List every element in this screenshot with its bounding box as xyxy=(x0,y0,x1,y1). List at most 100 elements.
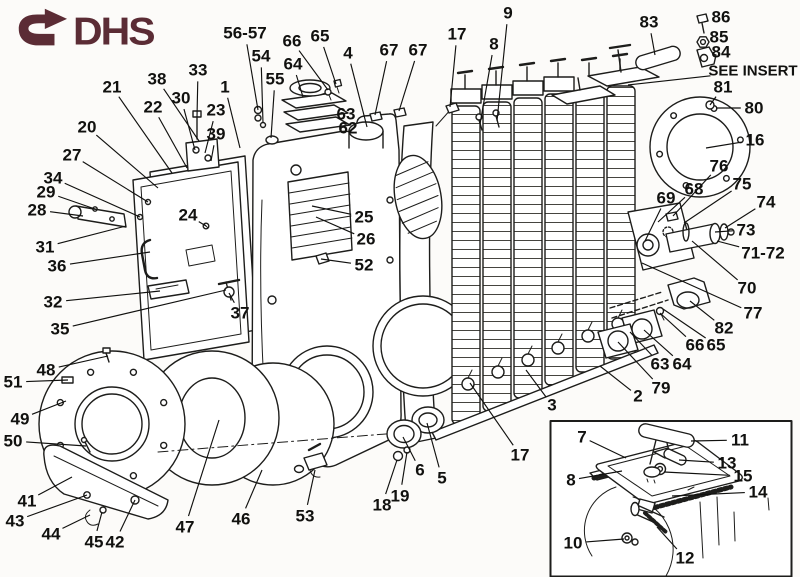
part-callout-81: 81 xyxy=(714,78,733,97)
leader-line-2-56 xyxy=(599,365,632,391)
part-callout-24: 24 xyxy=(179,206,198,225)
part-callout-1: 1 xyxy=(220,78,229,97)
leader-line-34-10 xyxy=(64,182,141,218)
leader-line-11-79 xyxy=(690,439,727,442)
leader-line-41-70 xyxy=(37,476,73,496)
leader-line-66-51 xyxy=(659,312,687,338)
leader-line-38-1 xyxy=(163,88,200,142)
leader-line-18-61 xyxy=(385,459,398,495)
leader-line-51-67 xyxy=(26,379,69,383)
part-callout-65: 65 xyxy=(707,336,726,355)
leader-line-54-20 xyxy=(260,67,264,124)
part-callout-14: 14 xyxy=(749,483,768,502)
leader-line-48-66 xyxy=(58,355,109,368)
part-callout-27: 27 xyxy=(63,146,82,165)
part-callout-33: 33 xyxy=(189,61,208,80)
part-callout-37: 37 xyxy=(231,304,250,323)
part-callout-80: 80 xyxy=(745,99,764,118)
leader-line-47-65 xyxy=(187,419,220,517)
leader-line-63-53 xyxy=(629,331,653,356)
part-callout-29: 29 xyxy=(37,183,56,202)
side-cover-panels xyxy=(68,110,257,361)
part-callout-38: 38 xyxy=(148,70,167,89)
part-callout-74: 74 xyxy=(757,193,776,212)
leader-line-71-72-47 xyxy=(716,240,740,248)
part-callout-13: 13 xyxy=(718,454,737,473)
part-callout-43: 43 xyxy=(6,512,25,531)
leader-line-9-32 xyxy=(496,24,508,122)
leader-line-13-80 xyxy=(678,459,714,463)
leader-line-22-4 xyxy=(158,116,188,169)
part-callout-54: 54 xyxy=(252,47,271,66)
leader-line-44-72 xyxy=(62,514,91,529)
part-callout-7: 7 xyxy=(577,428,586,447)
part-callout-23: 23 xyxy=(207,101,226,120)
part-callout-31: 31 xyxy=(36,238,55,257)
leader-line-28-12 xyxy=(49,211,84,217)
part-callout-42: 42 xyxy=(106,533,125,552)
part-callout-30: 30 xyxy=(172,89,191,108)
leader-line-36-14 xyxy=(69,251,151,265)
leader-line-79-55 xyxy=(617,341,654,380)
part-callout-2: 2 xyxy=(633,387,642,406)
part-callout-6: 6 xyxy=(415,461,424,480)
leader-line-83-33 xyxy=(650,33,656,56)
leader-line-65-24 xyxy=(323,46,337,85)
part-callout-52: 52 xyxy=(355,256,374,275)
part-callout-18: 18 xyxy=(373,496,392,515)
leader-line-74-45 xyxy=(724,208,756,229)
leader-line-73-46 xyxy=(714,230,733,233)
part-callout-76: 76 xyxy=(710,157,729,176)
leader-line-15-81 xyxy=(663,471,730,476)
leader-line-45-73 xyxy=(96,511,103,532)
bottom-flanges-and-tap xyxy=(293,406,445,478)
part-callout-22: 22 xyxy=(144,98,163,117)
part-callout-83: 83 xyxy=(640,13,659,32)
leader-line-14-82 xyxy=(671,492,745,497)
part-callout-79: 79 xyxy=(652,379,671,398)
leader-line-27-9 xyxy=(82,161,149,203)
part-callout-66: 66 xyxy=(686,336,705,355)
part-callout-21: 21 xyxy=(103,78,122,97)
part-callout-25: 25 xyxy=(355,208,374,227)
leader-line-SEE INSERT-37 xyxy=(627,75,711,86)
part-callout-4: 4 xyxy=(343,44,353,63)
part-callout-77: 77 xyxy=(744,304,763,323)
part-callout-32: 32 xyxy=(44,293,63,312)
leader-line-35-16 xyxy=(72,289,227,327)
part-callout-82: 82 xyxy=(715,319,734,338)
leader-line-19-62 xyxy=(401,451,408,485)
leader-line-17-30 xyxy=(449,45,457,108)
part-callout-17: 17 xyxy=(511,446,530,465)
leader-line-42-74 xyxy=(119,499,136,532)
cylinder-block-drawing xyxy=(431,43,660,441)
part-callout-34: 34 xyxy=(44,169,63,188)
leader-line-66-22 xyxy=(298,50,329,91)
part-callout-62: 62 xyxy=(339,119,358,138)
part-callout-26: 26 xyxy=(357,230,376,249)
part-callout-36: 36 xyxy=(48,257,67,276)
part-callout-19: 19 xyxy=(391,487,410,506)
part-callout-17: 17 xyxy=(448,25,467,44)
leader-line-70-48 xyxy=(691,240,739,281)
leader-line-65-52 xyxy=(662,308,706,339)
leader-line-1-6 xyxy=(227,97,241,149)
part-callout-75: 75 xyxy=(733,175,752,194)
part-callout-64: 64 xyxy=(284,55,303,74)
leader-line-6-59 xyxy=(402,436,416,462)
leader-line-77-49 xyxy=(641,262,742,309)
leader-line-30-3 xyxy=(183,108,196,151)
part-callout-9: 9 xyxy=(503,4,512,23)
part-callout-8: 8 xyxy=(566,471,575,490)
leader-line-53-63 xyxy=(306,469,316,505)
leader-line-50-69 xyxy=(26,441,87,447)
leader-line-64-54 xyxy=(643,329,674,357)
leader-line-16-40 xyxy=(705,141,743,149)
leader-line-39-7 xyxy=(210,145,215,162)
part-callout-63: 63 xyxy=(337,105,356,124)
part-callout-71-72: 71-72 xyxy=(741,244,784,263)
leader-line-81-38 xyxy=(709,96,717,106)
dhs-logo-text: DHS xyxy=(73,8,156,54)
leader-line-21-0 xyxy=(118,96,173,174)
